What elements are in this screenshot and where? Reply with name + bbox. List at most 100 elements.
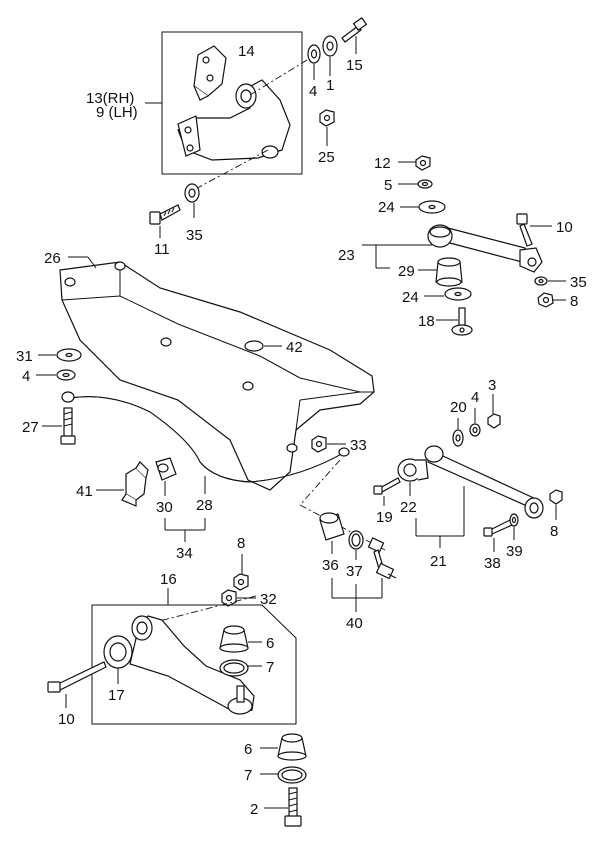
callout-36: 36 [322, 557, 339, 574]
nut-8-top [537, 292, 554, 308]
callout-8-lower: 8 [237, 535, 245, 552]
bracket-41 [121, 461, 149, 507]
lower-arm-box [91, 604, 297, 725]
callout-1: 1 [326, 77, 334, 94]
callout-34: 34 [176, 545, 193, 562]
ring-7-lower [277, 766, 307, 784]
washer-20 [452, 429, 464, 447]
callout-31: 31 [16, 348, 33, 365]
washer-39 [509, 513, 519, 527]
callout-11: 11 [154, 241, 170, 258]
washer-24-bot [444, 287, 472, 301]
bolt-19 [373, 477, 401, 495]
callout-41: 41 [76, 483, 93, 500]
callout-23: 23 [338, 247, 355, 264]
callout-42: 42 [286, 339, 303, 356]
washer-24-top [418, 200, 446, 214]
bushing-29 [435, 257, 463, 287]
callout-19: 19 [376, 509, 393, 526]
callout-5: 5 [384, 177, 392, 194]
callout-13: 13(RH) [86, 90, 134, 107]
stabilizer-bar-28 [61, 391, 350, 483]
callout-24-bot: 24 [402, 289, 419, 306]
callout-18: 18 [418, 313, 435, 330]
axis-lower [147, 595, 257, 625]
callout-40: 40 [346, 615, 363, 632]
callout-16: 16 [160, 571, 177, 588]
callout-33: 33 [350, 437, 367, 454]
plug-42 [244, 340, 264, 352]
callout-9: 9 (LH) [96, 104, 138, 121]
lower-control-arm-17 [103, 615, 255, 715]
bolt-18 [451, 307, 473, 336]
callout-4-top: 4 [309, 83, 317, 100]
nut-25 [319, 109, 335, 127]
callout-8-top: 8 [570, 293, 578, 310]
trailing-arm-23 [427, 224, 543, 273]
washer-4-left [56, 369, 76, 381]
callout-6-lower: 6 [244, 741, 252, 758]
callout-4-left: 4 [22, 368, 30, 385]
bolt-11 [149, 204, 181, 225]
washer-4-right [469, 423, 481, 437]
callout-39: 39 [506, 543, 523, 560]
axis-link [299, 459, 341, 506]
callout-8-right: 8 [550, 523, 558, 540]
bushing-22 [397, 458, 429, 482]
axis-14 [249, 51, 321, 96]
callout-7-upper: 7 [266, 659, 274, 676]
washer-1 [322, 35, 338, 57]
callout-17: 17 [108, 687, 125, 704]
bolt-10-lower [47, 661, 107, 693]
nut-12 [415, 155, 431, 171]
upper-control-arm [177, 79, 291, 161]
washer-5 [417, 179, 433, 189]
callout-37: 37 [346, 563, 363, 580]
link-40 [367, 537, 397, 580]
callout-26: 26 [44, 250, 61, 267]
ball-joint-boot-6-lower [277, 733, 307, 761]
callout-30: 30 [156, 499, 173, 516]
callout-27: 27 [22, 419, 39, 436]
crossmember-26 [59, 261, 375, 491]
callout-35-right: 35 [570, 274, 587, 291]
callout-35-top: 35 [186, 227, 203, 244]
washer-31 [56, 348, 82, 362]
upper-arm-bracket [193, 45, 227, 101]
washer-35-top [184, 183, 200, 203]
callout-20: 20 [450, 399, 467, 416]
callout-38: 38 [484, 555, 501, 572]
callout-7-lower: 7 [244, 767, 252, 784]
callout-2: 2 [250, 801, 258, 818]
callout-15: 15 [346, 57, 363, 74]
callout-10-top: 10 [556, 219, 573, 236]
leader-26b [87, 256, 97, 269]
bolt-2 [284, 787, 302, 827]
lateral-arm-21 [424, 445, 544, 519]
nut-3 [487, 413, 501, 429]
callout-3: 3 [488, 377, 496, 394]
ring-7-upper [219, 659, 249, 677]
ball-joint-boot-6-upper [219, 625, 249, 653]
callout-12: 12 [374, 155, 391, 172]
callout-10-lower: 10 [58, 711, 75, 728]
bolt-38 [483, 519, 513, 537]
nut-8-lower [233, 573, 249, 591]
nut-33 [311, 435, 327, 453]
bolt-10-top [516, 213, 533, 247]
callout-4-right: 4 [471, 389, 479, 406]
nut-32 [221, 589, 237, 607]
callout-21: 21 [430, 553, 447, 570]
bolt-15 [341, 17, 368, 43]
callout-22: 22 [400, 499, 417, 516]
washer-4-top [307, 44, 321, 64]
washer-35-right [534, 276, 548, 286]
callout-32: 32 [260, 591, 277, 608]
bolt-27 [60, 407, 76, 445]
nut-8-right [549, 489, 563, 505]
ring-37 [348, 530, 364, 550]
callout-24-top: 24 [378, 199, 395, 216]
callout-29: 29 [398, 263, 415, 280]
